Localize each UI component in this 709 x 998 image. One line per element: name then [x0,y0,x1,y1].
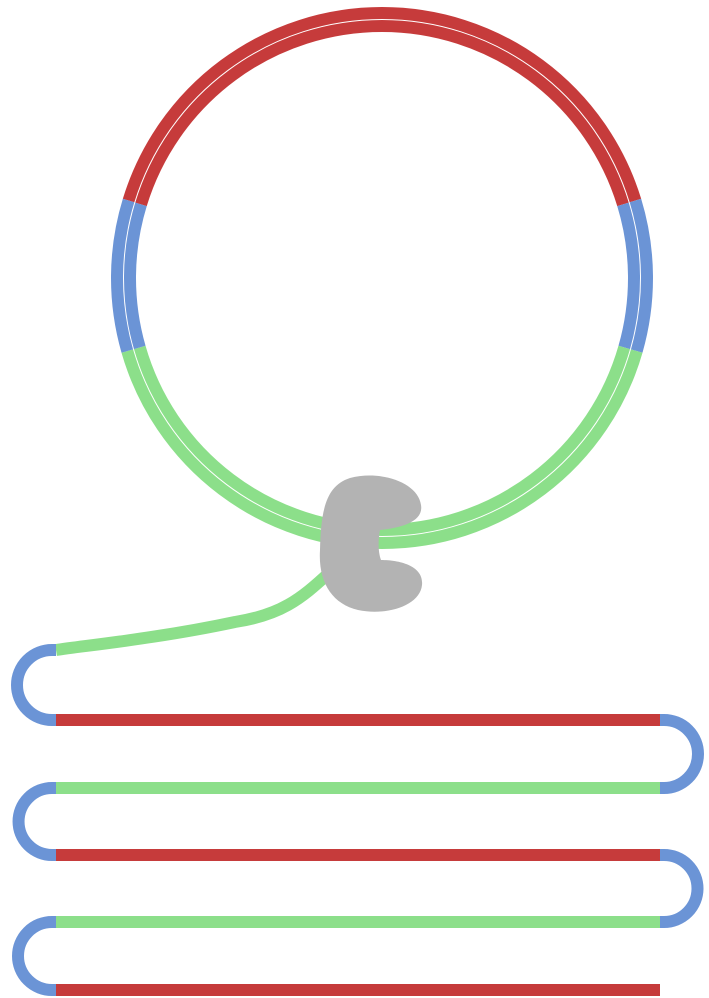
ring-2-blue-arc-2 [623,204,634,347]
strand-turn-1-left [17,650,56,720]
strand-turn-2-right [660,720,698,788]
strand-turn-3-left [19,788,56,855]
linear-tail [17,572,698,990]
leading-strand [56,572,330,650]
strand-turn-4-right [660,855,697,922]
ring-2-blue-arc-4 [130,204,141,347]
strand-turn-5-left [18,922,56,990]
ring-2-red-arc-1 [141,26,623,204]
circular-template [117,13,647,543]
